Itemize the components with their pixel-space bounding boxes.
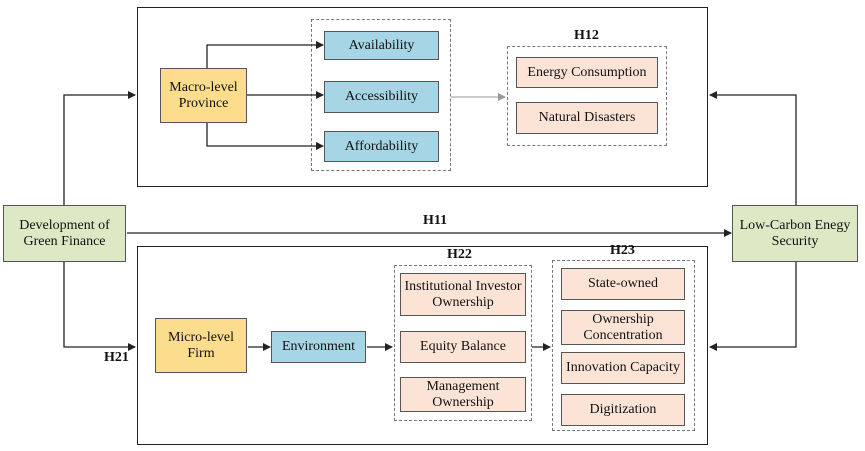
natural-disasters-label: Natural Disasters bbox=[538, 110, 636, 125]
environment-label: Environment bbox=[281, 339, 356, 354]
ownership-concentration-box: Ownership Concentration bbox=[561, 310, 685, 345]
h22-label: H22 bbox=[447, 247, 472, 262]
h23-moderators-group bbox=[552, 260, 695, 431]
natural-disasters-box: Natural Disasters bbox=[516, 102, 658, 134]
energy-consumption-label: Energy Consumption bbox=[527, 64, 647, 80]
equity-balance-label: Equity Balance bbox=[420, 339, 506, 354]
micro-firm-box: Micro-level Firm bbox=[155, 318, 247, 373]
management-ownership-box: Management Ownership bbox=[400, 377, 526, 412]
micro-firm-label: Micro-level Firm bbox=[167, 329, 235, 361]
h12-moderators-group bbox=[507, 46, 667, 146]
h21-label: H21 bbox=[104, 350, 129, 365]
innovation-capacity-label: Innovation Capacity bbox=[566, 360, 680, 375]
availability-label: Availability bbox=[348, 37, 415, 53]
state-owned-box: State-owned bbox=[561, 268, 685, 300]
h23-label: H23 bbox=[610, 243, 635, 258]
environment-box: Environment bbox=[271, 331, 366, 363]
equity-balance-box: Equity Balance bbox=[400, 331, 526, 363]
h11-label: H11 bbox=[423, 213, 448, 228]
energy-security-label: Low-Carbon Enegy Security bbox=[739, 217, 851, 249]
institutional-ownership-label: Institutional Investor Ownership bbox=[404, 278, 522, 310]
affordability-label: Affordability bbox=[344, 138, 419, 154]
green-finance-label: Development of Green Finance bbox=[19, 217, 110, 249]
affordability-box: Affordability bbox=[324, 131, 439, 162]
accessibility-box: Accessibility bbox=[324, 81, 439, 113]
digitization-box: Digitization bbox=[561, 394, 685, 426]
management-ownership-label: Management Ownership bbox=[426, 378, 500, 410]
state-owned-label: State-owned bbox=[588, 276, 658, 291]
innovation-capacity-box: Innovation Capacity bbox=[561, 352, 685, 384]
institutional-ownership-box: Institutional Investor Ownership bbox=[400, 273, 526, 316]
macro-province-box: Macro-level Province bbox=[160, 68, 247, 123]
h22-moderators-group bbox=[394, 265, 532, 421]
energy-consumption-box: Energy Consumption bbox=[516, 57, 658, 88]
energy-security-box: Low-Carbon Enegy Security bbox=[732, 205, 858, 262]
macro-province-label: Macro-level Province bbox=[169, 79, 238, 111]
availability-box: Availability bbox=[324, 31, 439, 60]
ownership-concentration-label: Ownership Concentration bbox=[583, 311, 663, 343]
h12-label: H12 bbox=[574, 28, 599, 43]
green-finance-box: Development of Green Finance bbox=[3, 205, 126, 262]
accessibility-label: Accessibility bbox=[344, 89, 419, 104]
digitization-label: Digitization bbox=[589, 402, 657, 417]
